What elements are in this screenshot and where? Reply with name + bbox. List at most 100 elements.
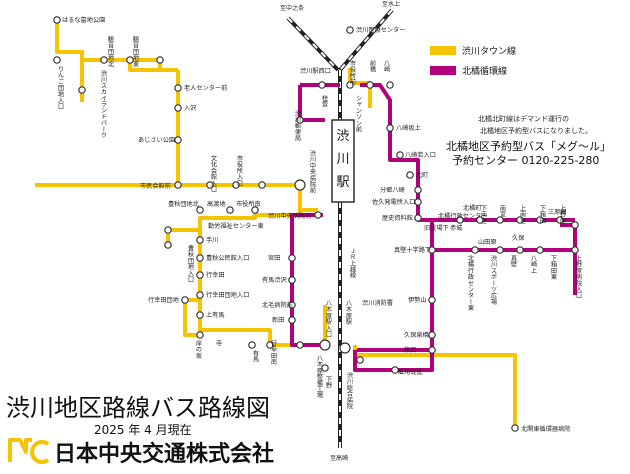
bus-stop[interactable] <box>456 216 464 224</box>
stop-label: 上野原 <box>559 204 566 223</box>
bus-stop[interactable] <box>196 331 204 339</box>
bus-stop[interactable] <box>339 342 351 354</box>
bus-stop[interactable] <box>386 81 394 89</box>
station-char-2: 川 <box>336 152 349 167</box>
bus-stop[interactable] <box>156 56 164 64</box>
bus-stop[interactable] <box>258 181 266 189</box>
bus-stop[interactable] <box>356 356 364 364</box>
bus-stop[interactable] <box>181 296 189 304</box>
bus-stop[interactable] <box>511 424 519 432</box>
stop-label: 下南室 <box>480 205 487 224</box>
bus-stop[interactable] <box>366 81 374 89</box>
stop-label: 分郷八崎 <box>380 186 405 194</box>
bus-stop[interactable] <box>288 276 296 284</box>
stop-label: 北橘町 <box>463 204 482 212</box>
bus-stop[interactable] <box>174 136 182 144</box>
bus-stop[interactable] <box>496 246 504 254</box>
bus-stop[interactable] <box>196 311 204 319</box>
stop-label: はるな墓地公園 <box>62 16 105 24</box>
bus-stop[interactable] <box>536 246 544 254</box>
bus-stop[interactable] <box>428 296 436 304</box>
stop-label: 八木原整備工場 <box>316 355 323 400</box>
bus-stop[interactable] <box>226 206 234 214</box>
stop-label: 行幸田 <box>206 271 225 279</box>
bus-stop[interactable] <box>571 246 579 254</box>
stop-label: 渋川消防署 <box>362 299 393 307</box>
bus-stop[interactable] <box>174 181 182 189</box>
bus-stop[interactable] <box>386 124 394 132</box>
bus-stop[interactable] <box>346 26 354 34</box>
bus-stop[interactable] <box>406 171 414 179</box>
bus-stop[interactable] <box>414 198 422 206</box>
bus-stop[interactable] <box>428 246 436 254</box>
bus-stop[interactable] <box>428 346 436 354</box>
bus-stop[interactable] <box>196 271 204 279</box>
bus-stop[interactable] <box>53 16 61 24</box>
bus-stop[interactable] <box>232 181 240 189</box>
stop-label: 上南室 <box>519 204 526 223</box>
bus-stop[interactable] <box>476 216 484 224</box>
bus-stop[interactable] <box>556 216 564 224</box>
bus-stop[interactable] <box>414 186 422 194</box>
note-reserve-2: 予約センター 0120-225-280 <box>452 153 599 167</box>
bus-stop[interactable] <box>174 104 182 112</box>
bus-stop[interactable] <box>396 151 404 159</box>
bus-stop[interactable] <box>288 301 296 309</box>
stop-label: 八崎若入口 <box>405 151 436 159</box>
bus-stop[interactable] <box>288 316 296 324</box>
bus-stop[interactable] <box>196 206 204 214</box>
stop-label: 下野 <box>325 376 332 389</box>
bus-stop[interactable] <box>78 86 86 94</box>
bus-stop[interactable] <box>296 116 304 124</box>
bus-stop[interactable] <box>294 179 306 191</box>
stop-label: 新田 <box>272 316 284 324</box>
stop-label: 歴史資料館 <box>382 214 413 222</box>
bus-stop[interactable] <box>571 221 579 229</box>
bus-stop[interactable] <box>428 331 436 339</box>
bus-stop[interactable] <box>53 56 61 64</box>
bus-stop[interactable] <box>516 216 524 224</box>
bus-stop[interactable] <box>414 214 422 222</box>
bus-stop[interactable] <box>248 341 256 349</box>
stop-label: 行幸田団地 <box>148 296 179 304</box>
stop-label: 市民会館前 <box>140 182 171 190</box>
bus-stop[interactable] <box>266 341 274 349</box>
stop-label: 八木原駅入口 <box>325 300 332 338</box>
bus-stop[interactable] <box>471 246 479 254</box>
bus-stop[interactable] <box>174 84 182 92</box>
legend-swatch-kitahashi <box>430 66 456 75</box>
rail-jr-label: ＪＲ上越線 <box>349 248 356 278</box>
bus-stop[interactable] <box>196 236 204 244</box>
bus-stop[interactable] <box>164 241 172 249</box>
bus-stop[interactable] <box>196 291 204 299</box>
bus-stop[interactable] <box>536 216 544 224</box>
stop-label: 豊秋団地北 <box>168 200 200 208</box>
stop-label: 老人センター前 <box>184 84 227 92</box>
rail-south-label: 至高崎 <box>330 454 348 462</box>
stop-label: 市役所南 <box>236 200 261 208</box>
bus-stop[interactable] <box>296 341 304 349</box>
note-reserve-1: 北橘地区予約型バス「メグ〜ル」 <box>446 139 611 153</box>
map-title: 渋川地区路線バス路線図 <box>6 394 270 422</box>
bus-stop[interactable] <box>100 56 108 64</box>
bus-stop[interactable] <box>516 246 524 254</box>
bus-stop[interactable] <box>391 366 399 374</box>
bus-stop[interactable] <box>346 81 354 89</box>
bus-stop[interactable] <box>196 254 204 262</box>
bus-stop[interactable] <box>314 211 322 219</box>
bus-stop[interactable] <box>126 56 134 64</box>
bus-stop[interactable] <box>319 339 331 351</box>
stop-label: 行幸田南 <box>270 339 277 365</box>
bus-stop[interactable] <box>318 81 326 89</box>
rail-north-label: 至中之条 <box>280 4 304 12</box>
bus-stop[interactable] <box>164 226 172 234</box>
stop-label: 久保泉橋 <box>404 331 430 339</box>
bus-stop[interactable] <box>321 364 329 372</box>
bus-stop[interactable] <box>496 216 504 224</box>
bus-stop[interactable] <box>288 254 296 262</box>
bus-stop[interactable] <box>206 181 214 189</box>
stop-label: 真壁十字路下 <box>394 246 431 254</box>
stop-label: 雇用促進 <box>398 368 423 376</box>
bus-stop[interactable] <box>251 206 259 214</box>
stop-label: 行幸田団地入口 <box>206 291 249 299</box>
